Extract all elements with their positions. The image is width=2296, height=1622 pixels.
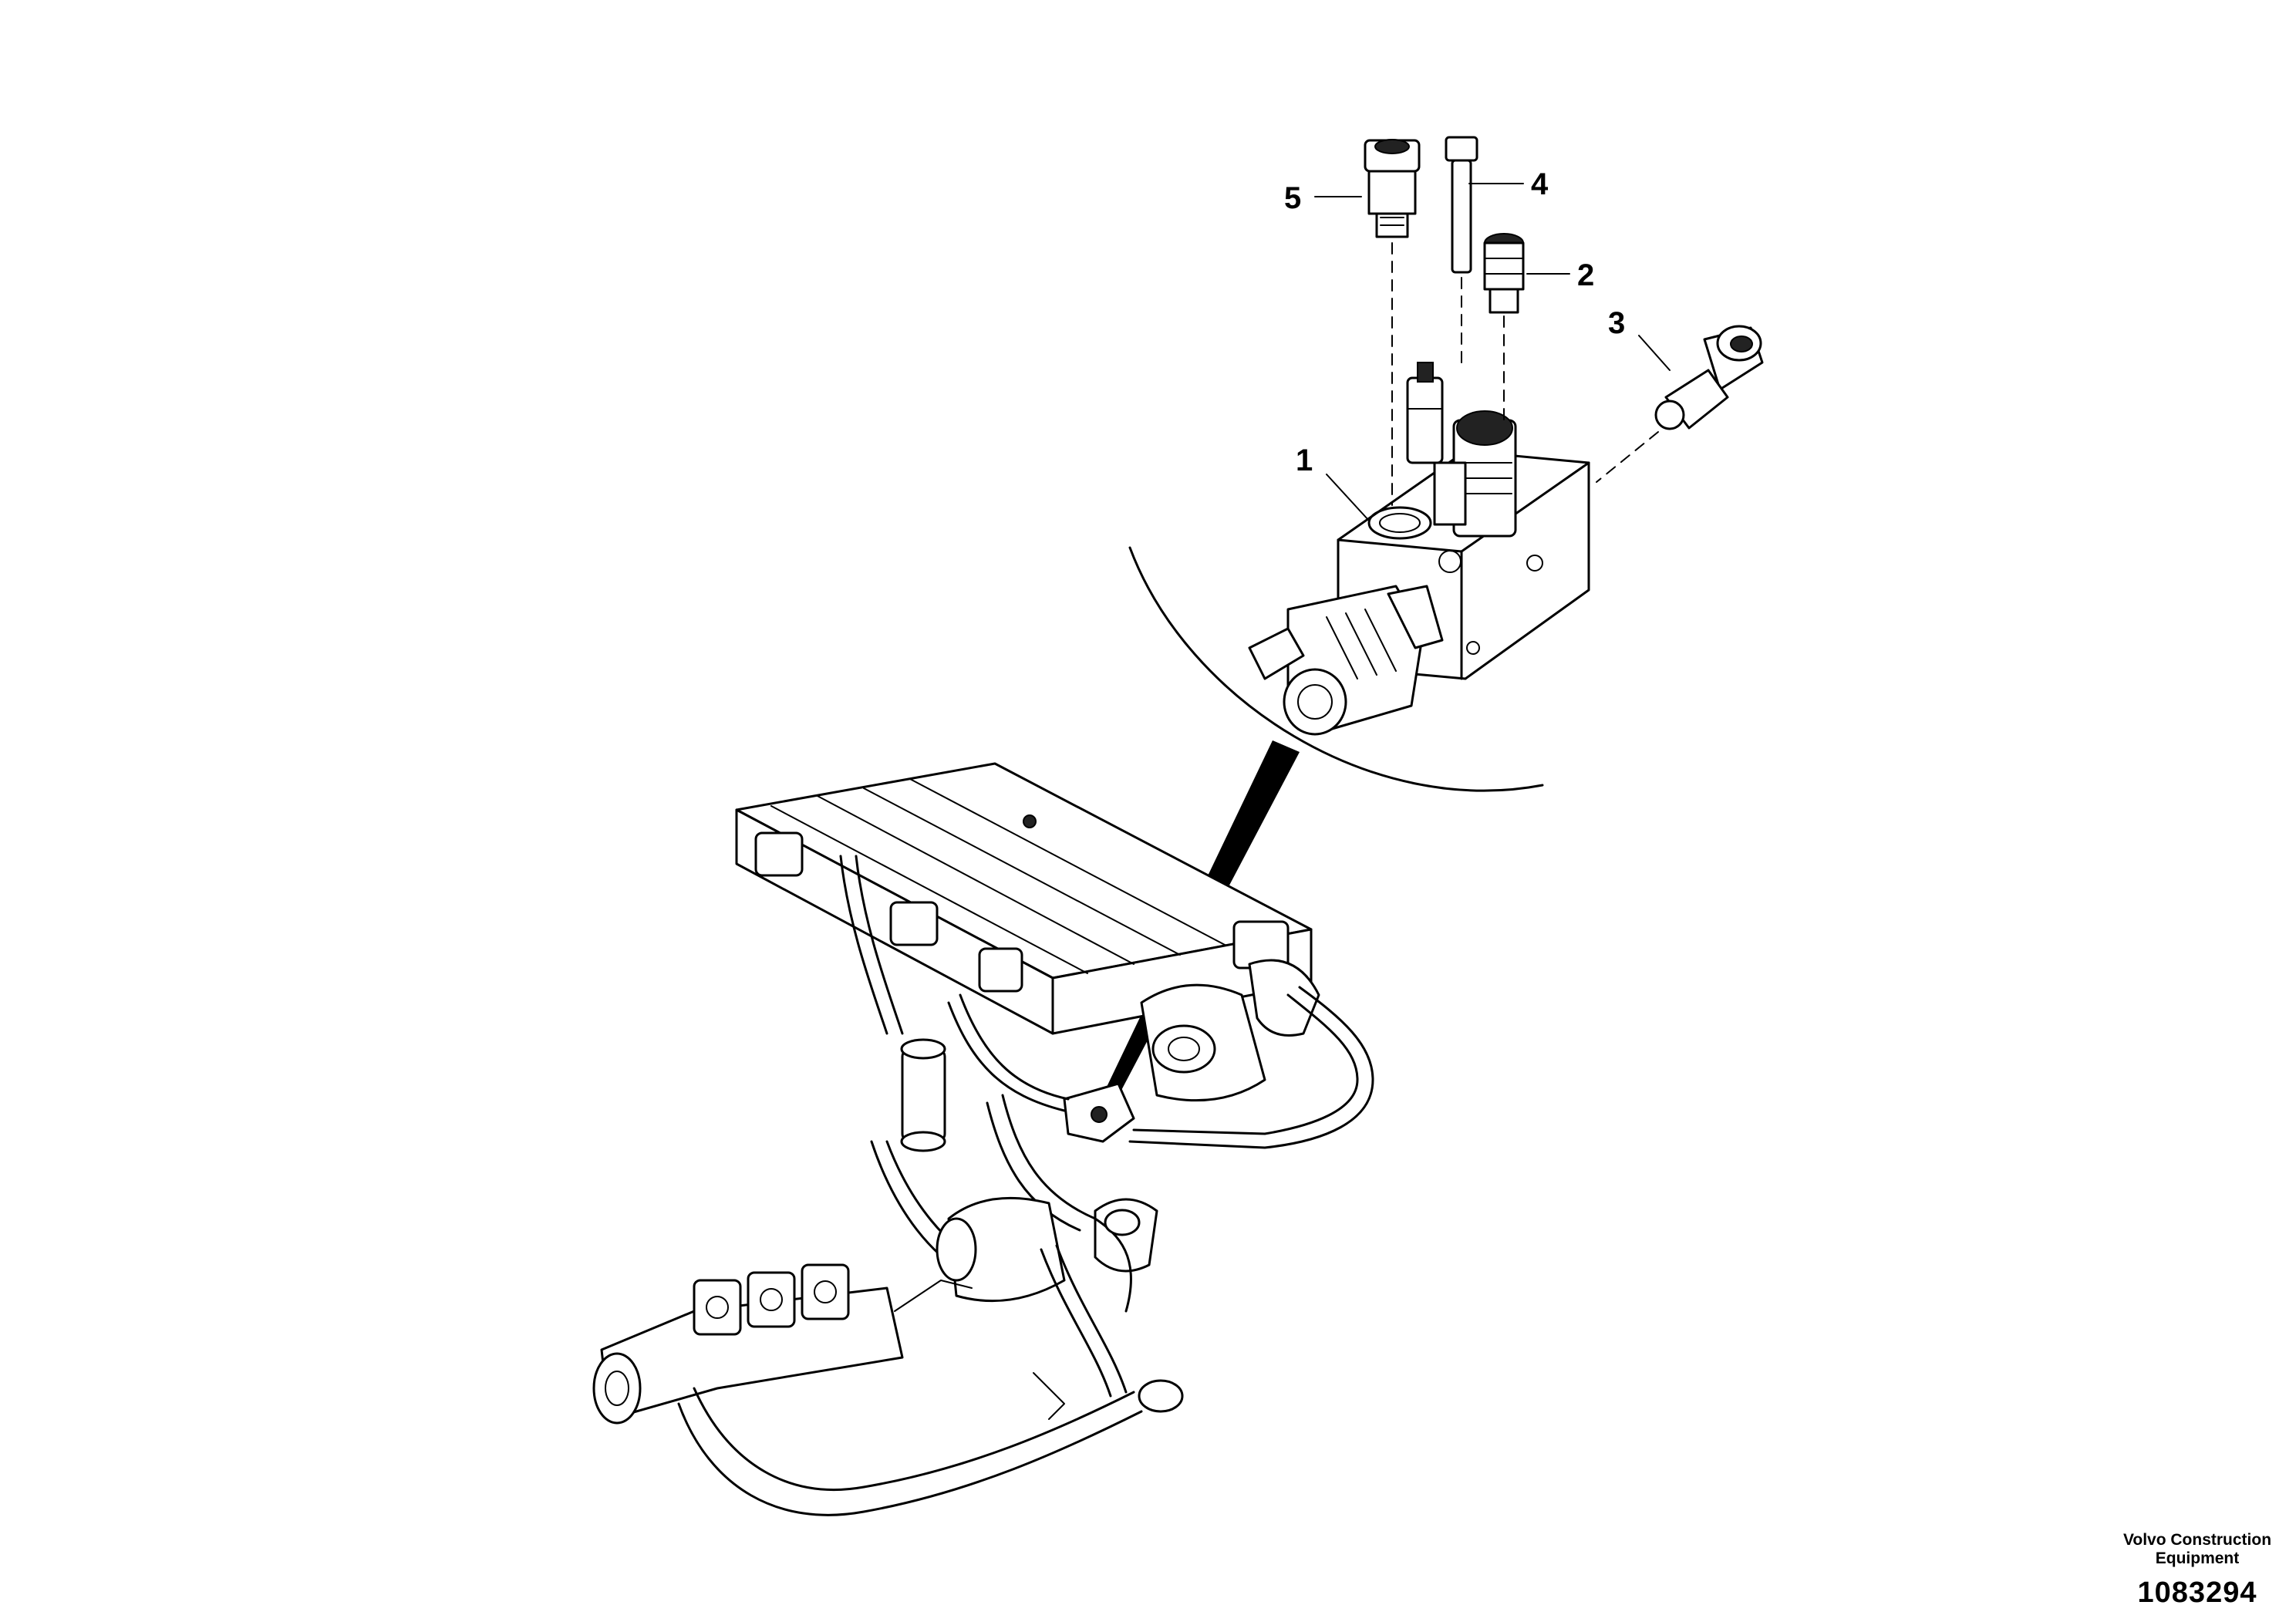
- cartridge-top: [1406, 362, 1444, 464]
- document-number: 1083294: [2137, 1576, 2257, 1609]
- bolt-item-4: [1445, 136, 1478, 363]
- solenoid-coil-top: [1433, 410, 1517, 538]
- credit-line-2: Equipment: [2155, 1549, 2240, 1567]
- callout-5: 5: [1284, 181, 1301, 215]
- leader-3: [1638, 335, 1671, 371]
- credit: Volvo Construction Equipment: [2112, 1531, 2282, 1568]
- elbow-item-3: [1596, 325, 1764, 483]
- credit-line-1: Volvo Construction: [2122, 1531, 2272, 1549]
- leader-1: [1326, 474, 1370, 521]
- fitting-item-5: [1364, 139, 1421, 506]
- callout-1: 1: [1296, 443, 1313, 477]
- callout-3: 3: [1608, 306, 1625, 340]
- plug-item-2: [1483, 233, 1525, 421]
- solenoid-coil-front: [1248, 585, 1444, 736]
- machine-assembly: [592, 762, 1374, 1516]
- callout-2: 2: [1577, 258, 1594, 292]
- detail-arc: [1128, 546, 1544, 792]
- callout-4: 4: [1531, 167, 1549, 201]
